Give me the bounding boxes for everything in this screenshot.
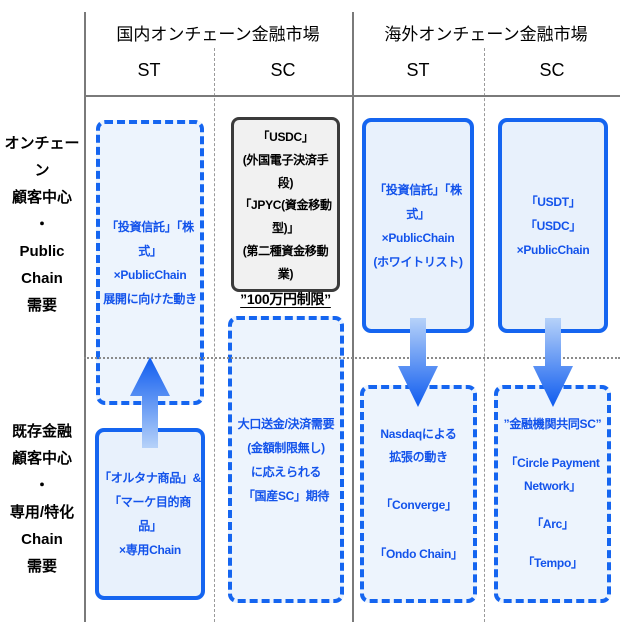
column-header-domestic-sc: SC (270, 60, 296, 80)
converge-label: 「Converge」 (380, 498, 457, 512)
grid-vline-left (84, 12, 86, 622)
down-arrow-overseas-sc-icon (533, 318, 573, 407)
domestic-sc-lower-text: 大口送金/決済需要(金額制限無し)に応えられる「国産SC」期待 (237, 416, 335, 503)
domestic-st-lower-text: 「オルタナ商品」&「マーケ目的商品」×専用Chain (99, 471, 201, 557)
usdc-group: 「USDC」(外国電子決済手段) (242, 130, 329, 190)
domestic-sc-upper-box: 「USDC」(外国電子決済手段) 「JPYC(資金移動型)」(第二種資金移動業)… (231, 117, 340, 307)
up-arrow-icon (130, 357, 170, 448)
header-domestic-market: 国内オンチェーン金融市場 (116, 25, 320, 44)
header-overseas-market: 海外オンチェーン金融市場 (384, 25, 588, 44)
grid-vline-overseas-split (484, 48, 485, 622)
joint-sc-label: ”金融機関共同SC” (503, 417, 602, 431)
jpyc-group: 「JPYC(資金移動型)」(第二種資金移動業) (239, 198, 332, 281)
down-arrow-overseas-st-icon (398, 318, 438, 407)
ondo-chain-label: 「Ondo Chain」 (374, 546, 463, 561)
overseas-st-upper-box: 「投資信託」「株式」×PublicChain(ホワイトリスト) (362, 118, 474, 333)
limit-note: ”100万円制限” (240, 290, 331, 307)
overseas-sc-upper-box: 「USDT」「USDC」×PublicChain (498, 118, 608, 333)
overseas-sc-upper-text: 「USDT」「USDC」×PublicChain (516, 194, 590, 257)
grid-vline-domestic-split (214, 48, 215, 622)
domestic-st-lower-box: 「オルタナ商品」&「マーケ目的商品」×専用Chain (95, 428, 205, 600)
nasdaq-group: Nasdaqによる拡張の動き (380, 426, 457, 464)
column-header-overseas-st: ST (406, 60, 430, 80)
grid-vline-middle (352, 12, 354, 622)
domestic-sc-lower-box: 大口送金/決済需要(金額制限無し)に応えられる「国産SC」期待 (228, 316, 344, 603)
grid-hline-header (84, 95, 620, 97)
overseas-st-lower-box: Nasdaqによる拡張の動き 「Converge」 「Ondo Chain」 (360, 385, 477, 603)
overseas-st-upper-text: 「投資信託」「株式」×PublicChain(ホワイトリスト) (373, 182, 463, 269)
tempo-label: 「Tempo」 (522, 556, 583, 571)
arc-label: 「Arc」 (531, 517, 574, 532)
column-header-overseas-sc: SC (539, 60, 565, 80)
grid-hline-row-split (84, 357, 620, 359)
column-header-domestic-st: ST (137, 60, 161, 80)
